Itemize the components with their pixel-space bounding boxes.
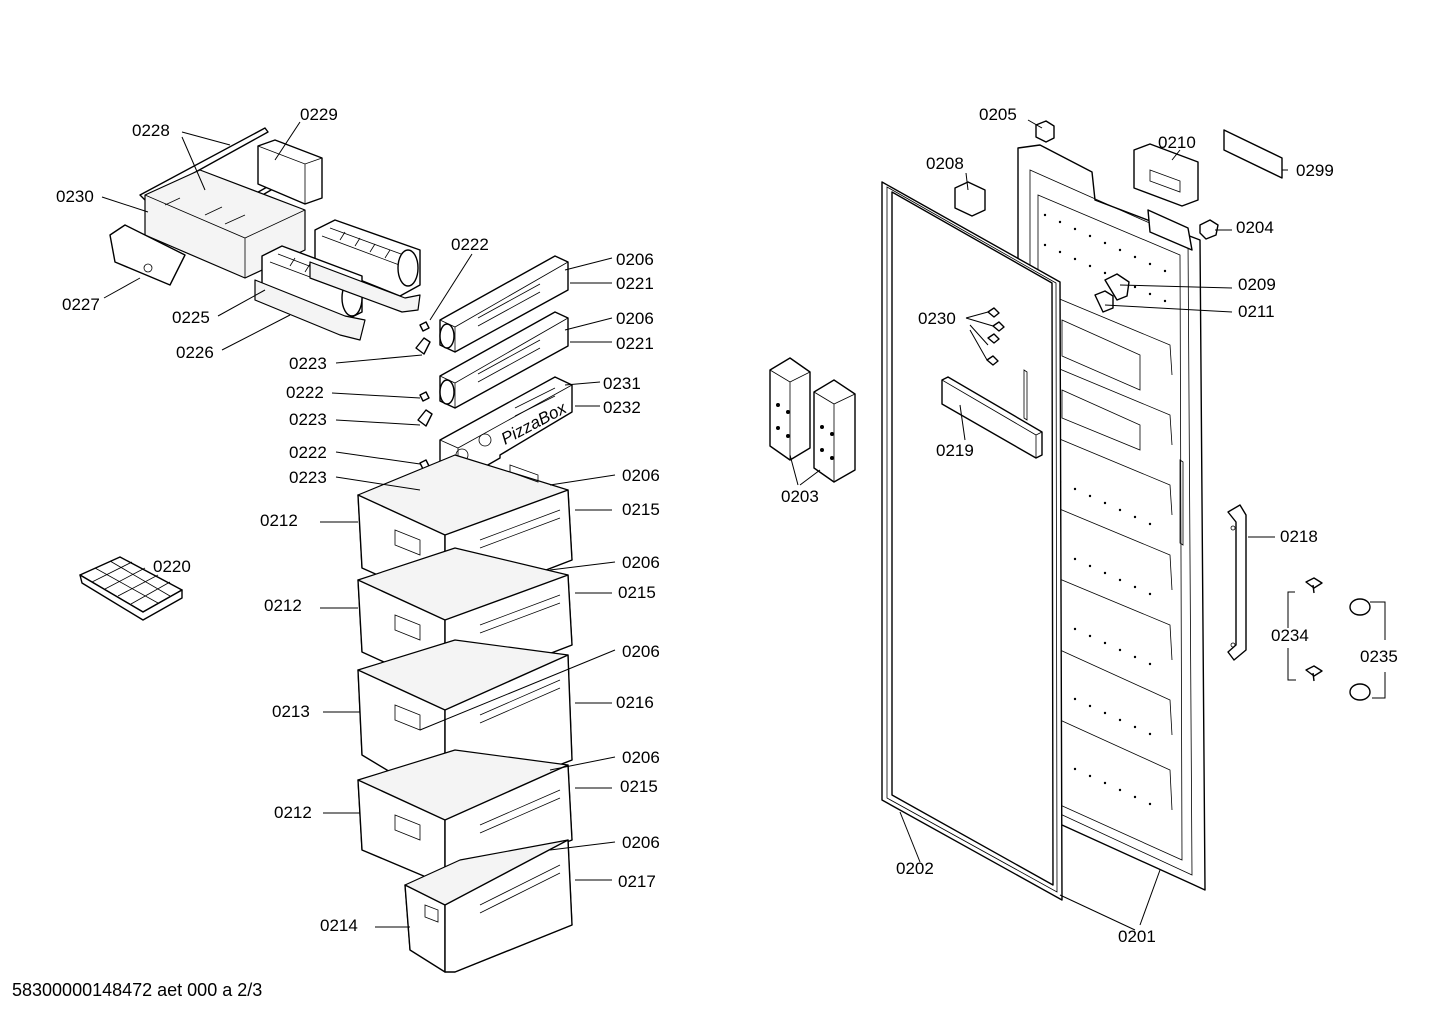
label-0221: 0221: [616, 334, 654, 353]
label-0234: 0234: [1271, 626, 1309, 645]
ice-maker-assembly: [109, 127, 421, 341]
label-0210: 0210: [1158, 133, 1196, 152]
label-0206: 0206: [616, 309, 654, 328]
label-0205: 0205: [979, 105, 1017, 124]
label-0204: 0204: [1236, 218, 1274, 237]
label-0212: 0212: [264, 596, 302, 615]
label-0208: 0208: [926, 154, 964, 173]
label-0217: 0217: [618, 872, 656, 891]
label-0299: 0299: [1296, 161, 1334, 180]
label-0223: 0223: [289, 354, 327, 373]
label-0222: 0222: [289, 443, 327, 462]
label-0206: 0206: [622, 553, 660, 572]
label-0232: 0232: [603, 398, 641, 417]
label-0212: 0212: [274, 803, 312, 822]
label-0220: 0220: [153, 557, 191, 576]
document-reference-code: 58300000148472 aet 000 a 2/3: [12, 980, 263, 1000]
door-assembly: [769, 120, 1371, 901]
callout-labels: 0228 0229 0230 0227 0225 0226 0222 0206 …: [56, 105, 1398, 946]
label-0215: 0215: [620, 777, 658, 796]
label-0206: 0206: [622, 833, 660, 852]
label-0201: 0201: [1118, 927, 1156, 946]
right-leader-lines: [789, 119, 1386, 931]
label-0206: 0206: [622, 642, 660, 661]
label-0216: 0216: [616, 693, 654, 712]
hinge-clip-0205: [1035, 120, 1055, 143]
label-0206: 0206: [616, 250, 654, 269]
label-0222: 0222: [451, 235, 489, 254]
label-0223: 0223: [289, 410, 327, 429]
label-0203: 0203: [781, 487, 819, 506]
label-0231: 0231: [603, 374, 641, 393]
left-leader-lines: [101, 121, 616, 928]
label-0228: 0228: [132, 121, 170, 140]
label-0225: 0225: [172, 308, 210, 327]
label-0223: 0223: [289, 468, 327, 487]
label-0230: 0230: [918, 309, 956, 328]
label-0209: 0209: [1238, 275, 1276, 294]
label-0229: 0229: [300, 105, 338, 124]
label-0214: 0214: [320, 916, 358, 935]
label-0218: 0218: [1280, 527, 1318, 546]
drawer-column: PizzaBox: [357, 255, 573, 973]
label-0212: 0212: [260, 511, 298, 530]
label-0215: 0215: [622, 500, 660, 519]
label-0211: 0211: [1238, 302, 1275, 321]
label-0222: 0222: [286, 383, 324, 402]
label-0226: 0226: [176, 343, 214, 362]
label-0215: 0215: [618, 583, 656, 602]
label-0219: 0219: [936, 441, 974, 460]
label-0235: 0235: [1360, 647, 1398, 666]
ice-cube-tray: [79, 556, 183, 621]
label-0206: 0206: [622, 466, 660, 485]
label-0221: 0221: [616, 274, 654, 293]
label-0202: 0202: [896, 859, 934, 878]
label-0227: 0227: [62, 295, 100, 314]
label-0230: 0230: [56, 187, 94, 206]
label-0213: 0213: [272, 702, 310, 721]
label-0206: 0206: [622, 748, 660, 767]
